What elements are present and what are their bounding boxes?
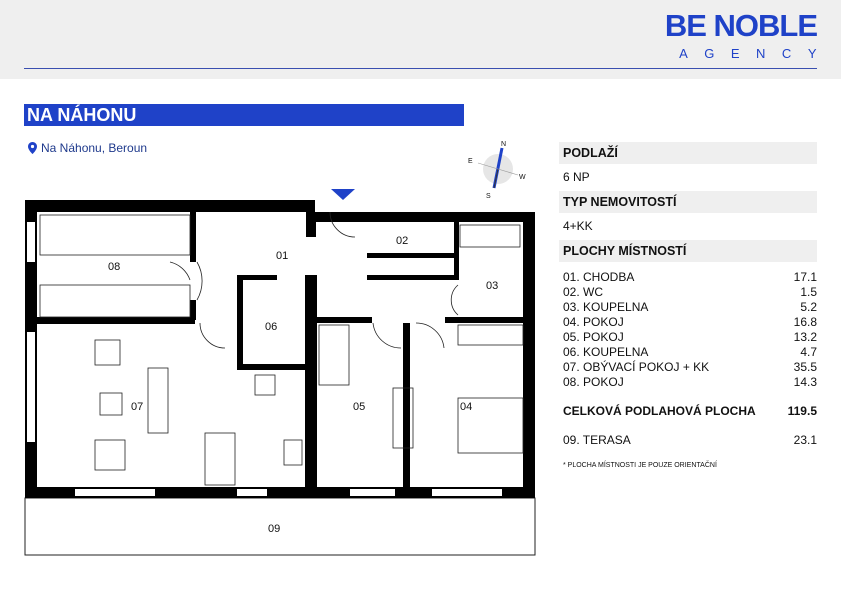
header-divider bbox=[24, 68, 817, 69]
terrace-value: 23.1 bbox=[793, 433, 817, 447]
room-03-label: 03 bbox=[486, 280, 498, 292]
windows bbox=[27, 222, 502, 496]
address: Na Náhonu, Beroun bbox=[28, 141, 147, 155]
header: BE NOBLE AGENCY bbox=[0, 0, 841, 79]
logo: BE NOBLE AGENCY bbox=[664, 8, 818, 61]
room-area: 16.8 bbox=[793, 315, 817, 329]
room-08-label: 08 bbox=[108, 261, 120, 273]
room-01-label: 01 bbox=[276, 250, 288, 262]
room-07-label: 07 bbox=[131, 401, 143, 413]
room-02-label: 02 bbox=[396, 235, 408, 247]
furniture bbox=[39, 211, 524, 486]
room-area: 4.7 bbox=[800, 345, 817, 359]
room-name: 03. KOUPELNA bbox=[563, 300, 649, 314]
compass-n: N bbox=[501, 141, 506, 148]
room-row: 06. KOUPELNA 4.7 bbox=[559, 345, 817, 360]
entrance-marker bbox=[331, 189, 355, 200]
terrace-row: 09. TERASA 23.1 bbox=[559, 433, 817, 448]
room-area: 17.1 bbox=[793, 270, 817, 284]
total-label: CELKOVÁ PODLAHOVÁ PLOCHA bbox=[563, 404, 756, 418]
room-row: 01. CHODBA 17.1 bbox=[559, 270, 817, 285]
logo-name: BE NOBLE bbox=[664, 8, 818, 43]
info-panel: PODLAŽÍ 6 NP TYP NEMOVITOSTÍ 4+KK PLOCHY… bbox=[559, 142, 817, 469]
room-name: 04. POKOJ bbox=[563, 315, 624, 329]
room-area: 14.3 bbox=[793, 375, 817, 389]
page-title: NA NÁHONU bbox=[24, 104, 464, 126]
location-pin-icon bbox=[28, 142, 37, 154]
room-04-label: 04 bbox=[460, 401, 472, 413]
logo-sub: AGENCY bbox=[679, 46, 833, 61]
areas-heading: PLOCHY MÍSTNOSTÍ bbox=[559, 240, 817, 262]
room-name: 05. POKOJ bbox=[563, 330, 624, 344]
terrace-label: 09. TERASA bbox=[563, 433, 631, 447]
total-row: CELKOVÁ PODLAHOVÁ PLOCHA 119.5 bbox=[559, 404, 817, 419]
room-05-label: 05 bbox=[353, 401, 365, 413]
room-name: 07. OBÝVACÍ POKOJ + KK bbox=[563, 360, 710, 374]
room-row: 07. OBÝVACÍ POKOJ + KK 35.5 bbox=[559, 360, 817, 375]
room-row: 02. WC 1.5 bbox=[559, 285, 817, 300]
room-name: 08. POKOJ bbox=[563, 375, 624, 389]
type-value: 4+KK bbox=[563, 219, 593, 233]
room-name: 06. KOUPELNA bbox=[563, 345, 649, 359]
room-row: 03. KOUPELNA 5.2 bbox=[559, 300, 817, 315]
room-area: 1.5 bbox=[800, 285, 817, 299]
room-area: 13.2 bbox=[793, 330, 817, 344]
room-area: 35.5 bbox=[793, 360, 817, 374]
room-row: 08. POKOJ 14.3 bbox=[559, 375, 817, 390]
floor-heading: PODLAŽÍ bbox=[559, 142, 817, 164]
total-value: 119.5 bbox=[787, 404, 817, 418]
note: * PLOCHA MÍSTNOSTI JE POUZE ORIENTAČNÍ bbox=[563, 462, 717, 469]
room-area: 5.2 bbox=[800, 300, 817, 314]
walls bbox=[25, 200, 535, 498]
room-name: 01. CHODBA bbox=[563, 270, 635, 284]
room-09-label: 09 bbox=[268, 523, 280, 535]
compass-icon: N E W S bbox=[468, 141, 526, 200]
room-name: 02. WC bbox=[563, 285, 604, 299]
compass-s: S bbox=[486, 193, 491, 200]
type-heading: TYP NEMOVITOSTÍ bbox=[559, 191, 817, 213]
room-labels: 08 01 02 03 06 07 05 04 09 bbox=[108, 235, 498, 535]
room-row: 04. POKOJ 16.8 bbox=[559, 315, 817, 330]
compass-w: W bbox=[519, 174, 526, 181]
floor-value: 6 NP bbox=[563, 170, 590, 184]
address-text: Na Náhonu, Beroun bbox=[41, 141, 148, 155]
compass-e: E bbox=[468, 158, 473, 165]
room-row: 05. POKOJ 13.2 bbox=[559, 330, 817, 345]
room-06-label: 06 bbox=[265, 321, 277, 333]
